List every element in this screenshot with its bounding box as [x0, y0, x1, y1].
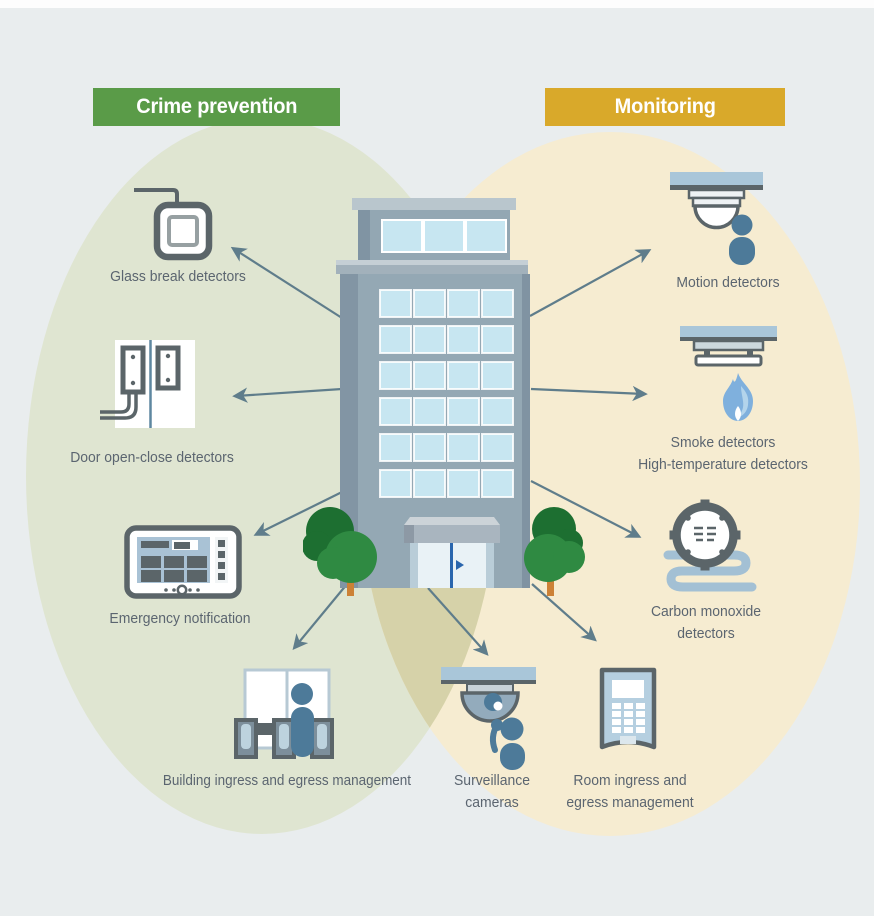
smoke-label-line1: Smoke detectors — [670, 434, 776, 451]
door-sensor-icon — [100, 340, 195, 428]
surveillance-camera-icon — [441, 667, 536, 770]
surveillance-label-line1: Surveillance — [454, 772, 530, 789]
carbon-monoxide-detector-icon — [663, 499, 757, 592]
carbon-monoxide-label-line2: detectors — [677, 625, 735, 642]
crime-prevention-header: Crime prevention — [93, 88, 340, 126]
building-entrance — [404, 517, 500, 588]
motion-detector-icon — [670, 172, 763, 265]
arrow-carbon-monoxide — [530, 480, 642, 538]
arrow-motion — [529, 249, 652, 317]
keypad-icon — [599, 667, 657, 750]
smoke-label-line2: High-temperature detectors — [638, 456, 808, 473]
monitoring-header-label: Monitoring — [614, 95, 716, 118]
building-access-label: Building ingress and egress management — [162, 773, 412, 789]
monitoring-header: Monitoring — [545, 88, 785, 126]
arrow-glass-break — [230, 246, 343, 319]
connector-arrows — [230, 246, 652, 656]
arrow-emergency — [253, 491, 343, 536]
carbon-monoxide-label-line1: Carbon monoxide — [650, 603, 762, 620]
surveillance-label-line2: cameras — [465, 794, 519, 811]
room-access-label: Room ingress and egress management — [566, 770, 693, 814]
emergency-panel-icon — [124, 525, 242, 599]
glass-break-detector-icon — [134, 188, 213, 261]
door-sensor-label: Door open-close detectors — [70, 449, 234, 466]
motion-label: Motion detectors — [676, 274, 780, 291]
arrow-smoke — [530, 385, 648, 402]
tree-right — [524, 507, 585, 596]
carbon-monoxide-label: Carbon monoxide detectors — [651, 601, 761, 645]
arrow-building-access — [292, 577, 353, 650]
room-access-label-line1: Room ingress and — [573, 772, 687, 789]
top-margin — [0, 0, 874, 8]
arrow-door — [232, 387, 343, 403]
building-windows — [379, 289, 514, 498]
room-access-label-line2: egress management — [566, 794, 694, 811]
crime-prevention-header-label: Crime prevention — [135, 95, 298, 118]
smoke-label: Smoke detectors High-temperature detecto… — [638, 432, 808, 476]
turnstile-icon — [234, 668, 334, 759]
arrow-room-access — [531, 583, 597, 642]
tree-left — [303, 507, 377, 596]
glass-break-label: Glass break detectors — [110, 268, 246, 285]
smoke-detector-icon — [680, 326, 777, 421]
surveillance-label: Surveillance cameras — [454, 770, 530, 814]
office-building — [336, 198, 530, 588]
emergency-label: Emergency notification — [109, 610, 251, 627]
arrow-surveillance — [427, 587, 489, 656]
